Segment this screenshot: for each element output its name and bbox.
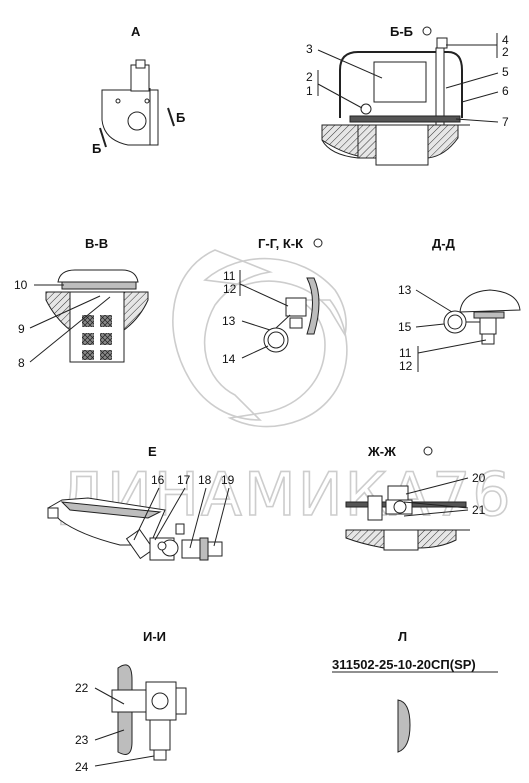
view-a: А Б Б xyxy=(92,24,185,156)
callout-13-dd: 13 xyxy=(398,283,412,297)
view-bb: Б-Б xyxy=(321,24,470,166)
vv-callouts: 10 9 8 xyxy=(14,278,111,370)
callout-19: 19 xyxy=(221,473,235,487)
callout-23: 23 xyxy=(75,733,89,747)
callout-1-bb: 1 xyxy=(306,84,313,98)
part-number: 311502-25-10-20СП(SP) xyxy=(332,657,476,672)
view-ii: И-И xyxy=(111,629,187,761)
view-zhzh-title: Ж-Ж xyxy=(367,444,396,459)
view-zhzh: Ж-Ж xyxy=(345,444,470,551)
callout-2-bb-right: 2 xyxy=(502,45,509,59)
view-gg-kk-title: Г-Г, К-К xyxy=(258,236,303,251)
view-gg-kk: Г-Г, К-К xyxy=(258,236,323,353)
callout-22: 22 xyxy=(75,681,89,695)
callout-8: 8 xyxy=(18,356,25,370)
view-l-title: Л xyxy=(398,629,407,644)
callout-16: 16 xyxy=(151,473,165,487)
section-mark-b-right: Б xyxy=(176,110,185,125)
view-vv: В-В xyxy=(45,236,149,363)
view-e: Е xyxy=(47,444,223,561)
callout-10: 10 xyxy=(14,278,28,292)
dd-callouts: 13 15 11 12 xyxy=(398,283,487,373)
callout-13-gg: 13 xyxy=(222,314,236,328)
callout-11-dd: 11 xyxy=(399,346,412,360)
view-dd-title: Д-Д xyxy=(432,236,456,251)
callout-20: 20 xyxy=(472,471,486,485)
callout-15: 15 xyxy=(398,320,412,334)
bb-callouts: 3 2 1 4 2 5 6 7 xyxy=(306,33,509,129)
view-l: Л 311502-25-10-20СП(SP) xyxy=(332,629,498,753)
callout-21: 21 xyxy=(472,503,486,517)
view-ii-title: И-И xyxy=(143,629,166,644)
view-vv-title: В-В xyxy=(85,236,108,251)
callout-9: 9 xyxy=(18,322,25,336)
view-a-title: А xyxy=(131,24,141,39)
callout-12-gg: 12 xyxy=(223,282,237,296)
callout-4: 4 xyxy=(502,33,509,47)
callout-12-dd: 12 xyxy=(399,359,413,373)
view-dd: Д-Д xyxy=(432,236,521,345)
callout-14: 14 xyxy=(222,352,236,366)
callout-11-gg: 11 xyxy=(223,269,236,283)
callout-7: 7 xyxy=(502,115,509,129)
ii-callouts: 22 23 24 xyxy=(75,681,155,774)
callout-2-bb: 2 xyxy=(306,70,313,84)
callout-5: 5 xyxy=(502,65,509,79)
callout-24: 24 xyxy=(75,760,89,774)
gg-callouts: 11 12 13 14 xyxy=(222,269,289,366)
e-callouts: 16 17 18 19 xyxy=(133,473,235,549)
view-bb-title: Б-Б xyxy=(390,24,413,39)
callout-6: 6 xyxy=(502,84,509,98)
section-mark-b-left: Б xyxy=(92,141,101,156)
zhzh-callouts: 20 21 xyxy=(403,471,486,517)
callout-17: 17 xyxy=(177,473,191,487)
callout-3: 3 xyxy=(306,42,313,56)
callout-18: 18 xyxy=(198,473,212,487)
view-e-title: Е xyxy=(148,444,157,459)
